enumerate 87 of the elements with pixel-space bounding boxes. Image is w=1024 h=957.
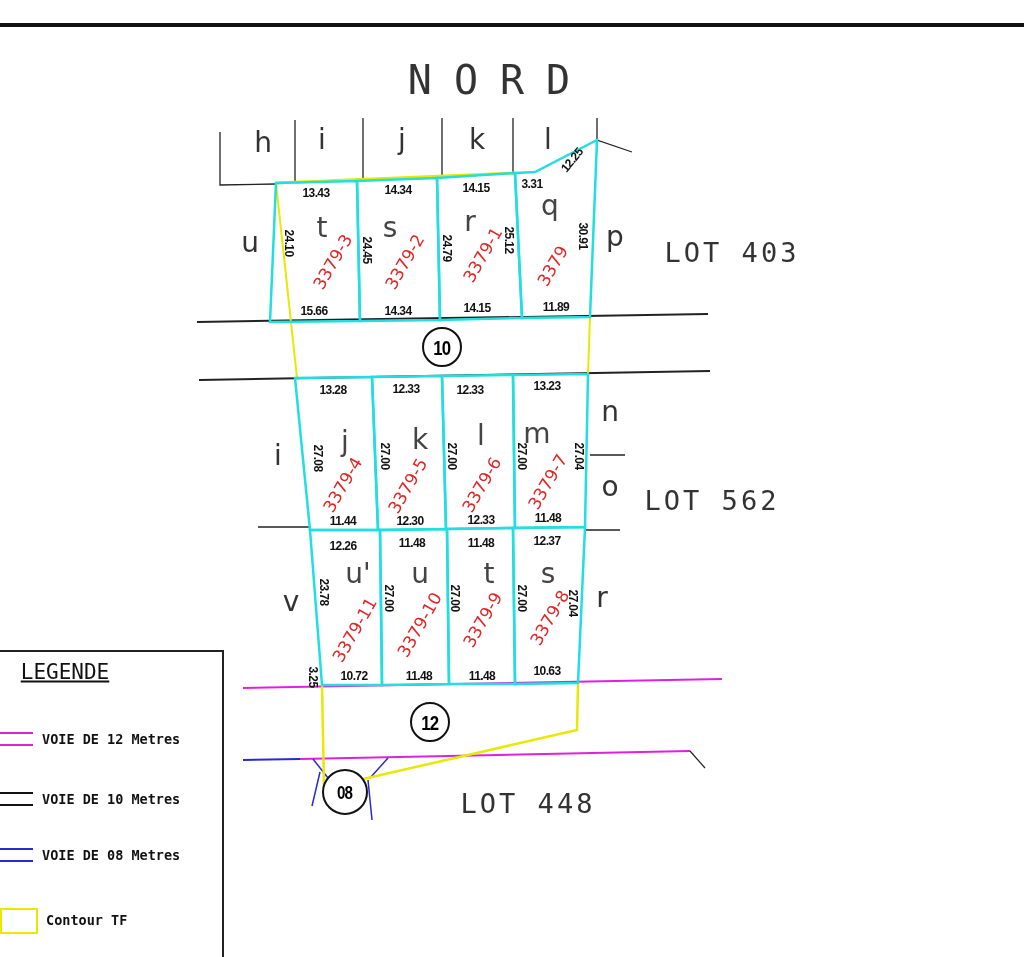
dimension-value: 27.04: [573, 442, 585, 470]
lot-letter: t: [483, 560, 495, 588]
lot-letter: u: [411, 560, 429, 588]
dimension-value: 27.04: [567, 589, 579, 617]
legend-text: VOIE DE 12 Metres: [42, 733, 181, 747]
dimension-value: 27.08: [312, 444, 324, 472]
dimension-value: 11.44: [329, 515, 357, 527]
dimension-value: 12.33: [467, 514, 495, 526]
lot-letter: s: [382, 214, 398, 242]
lot-letter: k: [411, 426, 429, 454]
dimension-value: 11.48: [398, 537, 426, 549]
legend-text: VOIE DE 10 Metres: [42, 793, 181, 807]
lot-label: LOT 403: [664, 238, 800, 266]
lot-letter: k: [468, 126, 486, 154]
dimension-value: 14.34: [384, 305, 412, 317]
dimension-value: 12.33: [392, 383, 420, 395]
dimension-value: 12.37: [533, 535, 561, 547]
parcel-polygon: [437, 173, 522, 320]
dimension-value: 10.72: [340, 670, 368, 682]
lot-label: LOT 448: [460, 789, 596, 817]
dimension-value: 12.26: [329, 540, 357, 552]
lot-letter: v: [282, 588, 300, 616]
parcel-polygon: [380, 529, 449, 685]
road-number-circle: [322, 769, 368, 815]
dimension-value: 12.30: [396, 515, 424, 527]
dimension-value: 27.00: [516, 584, 528, 612]
lot-letter: u: [241, 229, 259, 257]
dimension-value: 24.45: [361, 236, 373, 264]
dimension-value: 24.79: [441, 234, 453, 262]
dimension-value: 3.31: [521, 178, 543, 190]
dimension-value: 14.15: [462, 182, 490, 194]
lot-letter: j: [398, 126, 406, 154]
dimension-value: 27.00: [379, 442, 391, 470]
dimension-value: 11.89: [542, 301, 570, 313]
parcel-polygon: [442, 375, 515, 529]
legend-text: Contour TF: [46, 914, 128, 928]
dimension-value: 3.25: [307, 666, 319, 688]
parcel-polygon: [447, 528, 515, 684]
lot-letter: o: [601, 473, 619, 501]
road-number: 08: [337, 782, 353, 802]
dimension-value: 30.91: [577, 222, 589, 250]
lot-label: LOT 562: [644, 486, 780, 514]
dimension-value: 11.48: [467, 537, 495, 549]
dimension-value: 27.00: [449, 584, 461, 612]
dimension-value: 11.48: [405, 670, 433, 682]
dimension-value: 13.43: [302, 187, 330, 199]
dimension-value: 14.34: [384, 184, 412, 196]
parcel-polygon: [270, 181, 360, 322]
dimension-value: 25.12: [503, 226, 515, 254]
dimension-value: 11.48: [534, 512, 562, 524]
lot-letter: r: [596, 584, 608, 612]
legend-text: VOIE DE 08 Metres: [42, 849, 181, 863]
parcel-polygon: [372, 376, 446, 530]
lot-letter: i: [318, 126, 326, 154]
parcel-polygon: [357, 178, 440, 321]
lot-letter: l: [477, 422, 485, 450]
road-number: 10: [433, 336, 451, 358]
lot-letter: h: [254, 129, 272, 157]
lot-letter: p: [606, 223, 624, 251]
dimension-value: 24.10: [283, 229, 295, 257]
lot-letter: i: [274, 442, 282, 470]
dimension-value: 14.15: [463, 302, 491, 314]
dimension-value: 12.33: [456, 384, 484, 396]
lot-letter: j: [341, 428, 349, 456]
parcel-polygon: [513, 374, 588, 528]
legend-title: LEGENDE: [20, 661, 110, 683]
road-number-circle: [410, 702, 450, 742]
dimension-value: 15.66: [300, 305, 328, 317]
road-number-circle: [422, 327, 462, 367]
road-number: 12: [421, 711, 439, 733]
dimension-value: 13.23: [533, 380, 561, 392]
dimension-value: 27.00: [383, 584, 395, 612]
dimension-value: 11.48: [468, 670, 496, 682]
lot-letter: t: [316, 214, 328, 242]
north-label: NORD: [407, 60, 593, 100]
dimension-value: 10.63: [533, 665, 561, 677]
lot-letter: n: [601, 398, 619, 426]
dimension-value: 27.00: [516, 442, 528, 470]
lot-letter: l: [544, 126, 552, 154]
dimension-value: 13.28: [319, 384, 347, 396]
dimension-value: 27.00: [446, 442, 458, 470]
lot-letter: u': [345, 560, 371, 588]
dimension-value: 23.78: [318, 578, 330, 606]
lot-letter: s: [540, 560, 556, 588]
parcel-polygon: [513, 527, 585, 684]
lot-letter: q: [541, 192, 559, 220]
lot-letter: r: [464, 208, 476, 236]
